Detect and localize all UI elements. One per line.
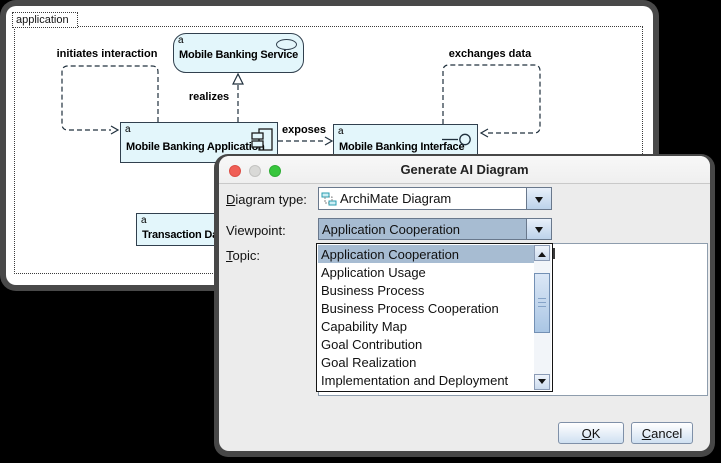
ok-button[interactable]: OK (558, 422, 624, 444)
viewpoint-combobox[interactable]: Application Cooperation (318, 218, 552, 240)
relation-label-exposes: exposes (281, 124, 327, 136)
dropdown-option[interactable]: Implementation and Deployment (321, 373, 509, 389)
scrollbar-thumb[interactable] (534, 273, 550, 333)
scroll-up-icon (538, 248, 546, 257)
scroll-down-button[interactable] (534, 374, 550, 390)
dialog-title: Generate AI Diagram (400, 162, 529, 177)
dropdown-option[interactable]: Goal Realization (321, 355, 417, 371)
application-component-icon (251, 128, 273, 151)
relation-label-exchanges: exchanges data (448, 48, 532, 60)
application-service-icon (276, 39, 297, 50)
dropdown-option[interactable]: Application Usage (321, 264, 426, 280)
scroll-down-icon (538, 378, 546, 388)
dialog-body: Generate AI Diagram Diagram type: Viewpo… (219, 156, 710, 451)
element-marker: a (125, 124, 131, 135)
diagram-type-combobox[interactable]: ArchiMate Diagram (318, 187, 552, 210)
app-window: application initiates interaction realiz… (0, 0, 659, 291)
zoom-button[interactable] (269, 165, 281, 177)
application-grouping-label: application (12, 12, 78, 28)
dropdown-option[interactable]: Business Process Cooperation (321, 300, 499, 316)
relation-label-realizes: realizes (188, 91, 230, 103)
generate-ai-diagram-dialog: Generate AI Diagram Diagram type: Viewpo… (214, 154, 715, 457)
diagram-type-label: Diagram type: (226, 192, 307, 207)
diagram-type-dropdown-button[interactable] (526, 188, 551, 209)
element-label: Mobile Banking Service (179, 49, 299, 61)
element-label: Mobile Banking Interface (339, 141, 465, 153)
dropdown-option[interactable]: Goal Contribution (321, 337, 423, 353)
element-mobile-banking-application[interactable]: a Mobile Banking Application (120, 122, 278, 163)
close-button[interactable] (229, 165, 241, 177)
diagram-type-value: ArchiMate Diagram (340, 191, 452, 206)
element-marker: a (338, 126, 344, 137)
viewpoint-label: Viewpoint: (226, 223, 286, 238)
scrollbar-grip (538, 298, 546, 308)
viewpoint-value: Application Cooperation (322, 221, 461, 237)
archimate-diagram-icon (321, 192, 337, 205)
minimize-button[interactable] (249, 165, 261, 177)
element-marker: a (178, 35, 184, 46)
chevron-down-icon (535, 227, 543, 237)
interface-lollipop-icon (442, 133, 471, 146)
cancel-button[interactable]: Cancel (631, 422, 693, 444)
element-label: Transaction Data (142, 229, 228, 241)
topic-label: Topic: (226, 248, 260, 263)
dropdown-option[interactable]: Business Process (321, 282, 425, 298)
dropdown-scrollbar[interactable] (534, 245, 551, 390)
chevron-down-icon (535, 196, 543, 207)
viewpoint-dropdown-list: Application Cooperation Application Usag… (316, 243, 553, 392)
element-label: Mobile Banking Application (126, 141, 265, 153)
element-marker: a (141, 215, 147, 226)
viewpoint-dropdown-button[interactable] (526, 219, 551, 239)
dropdown-option[interactable]: Capability Map (321, 319, 407, 335)
topic-caret (553, 248, 555, 259)
relation-label-initiates: initiates interaction (56, 48, 158, 60)
scroll-up-button[interactable] (534, 245, 550, 261)
element-mobile-banking-service[interactable]: a Mobile Banking Service (173, 33, 304, 73)
dialog-titlebar: Generate AI Diagram (219, 156, 710, 184)
dropdown-option[interactable]: Application Cooperation (318, 245, 534, 264)
